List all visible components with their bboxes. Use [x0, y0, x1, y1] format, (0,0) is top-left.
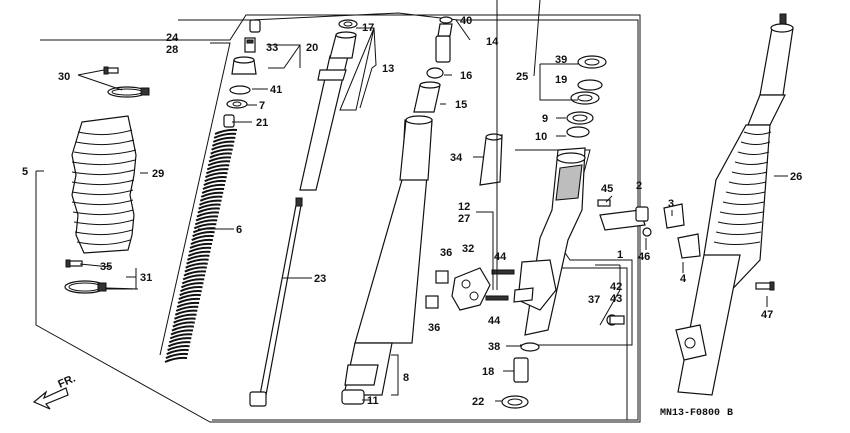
callout-36-top: 36 [440, 247, 452, 259]
callout-22: 22 [472, 396, 484, 408]
callout-34: 34 [450, 152, 463, 164]
drain-bolt-18 [501, 342, 540, 409]
callout-29: 29 [152, 168, 164, 180]
cover-34 [479, 133, 503, 186]
callout-16: 16 [460, 70, 472, 82]
callout-46: 46 [638, 251, 650, 263]
leader-lines [77, 0, 788, 402]
inner-outline-2 [560, 267, 628, 420]
callout-19: 19 [555, 74, 567, 86]
callout-27: 27 [458, 213, 470, 225]
callout-2: 2 [636, 180, 642, 192]
callout-47: 47 [761, 309, 773, 321]
callout-39: 39 [555, 54, 567, 66]
fork-leg-12 [513, 147, 586, 336]
fork-assembly-26 [675, 13, 794, 396]
callout-10: 10 [535, 131, 547, 143]
boot-band-upper [107, 86, 150, 98]
callout-32: 32 [462, 243, 474, 255]
callout-41: 41 [270, 84, 282, 96]
callout-8: 8 [403, 372, 409, 384]
callout-26: 26 [790, 171, 802, 183]
callout-6: 6 [236, 224, 242, 236]
damper-rod-23 [249, 197, 303, 407]
front-direction-arrow [32, 387, 69, 410]
dust-boot-29 [71, 115, 137, 254]
callout-4: 4 [680, 273, 687, 285]
axle-holder-32 [425, 267, 515, 311]
callout-45: 45 [601, 183, 613, 195]
callout-40: 40 [460, 15, 472, 27]
callout-25: 25 [516, 71, 528, 83]
callout-37: 37 [588, 294, 600, 306]
callout-11: 11 [367, 395, 379, 407]
callout-43: 43 [610, 293, 622, 305]
callout-12: 12 [458, 201, 470, 213]
callout-42: 42 [610, 281, 622, 293]
inner-outline [515, 149, 633, 346]
callout-36-bottom: 36 [428, 322, 440, 334]
callout-15: 15 [455, 99, 467, 111]
boot-band-lower [64, 280, 107, 294]
fork-tube-13 [299, 19, 358, 191]
diagram-code: MN13-F0800 [660, 408, 720, 419]
callout-13: 13 [382, 63, 394, 75]
front-direction-label: FR. [56, 373, 77, 391]
spring-parts [223, 19, 261, 128]
top-bolt-14 [426, 16, 453, 79]
outer-slider-15 [341, 16, 453, 405]
callout-33: 33 [266, 42, 278, 54]
screw-30 [103, 66, 119, 75]
callout-30: 30 [58, 71, 70, 83]
callout-44-bottom: 44 [488, 315, 501, 327]
callout-21: 21 [256, 117, 268, 129]
callout-35: 35 [100, 261, 112, 273]
callout-3: 3 [668, 198, 674, 210]
callout-18: 18 [482, 366, 494, 378]
screw-35 [65, 259, 83, 268]
callout-1: 1 [617, 249, 623, 261]
callout-24: 24 [166, 32, 179, 44]
fork-spring-6 [164, 128, 238, 363]
callout-44-top: 44 [494, 251, 507, 263]
callout-14: 14 [486, 36, 499, 48]
clamp-parts [597, 199, 701, 326]
callout-28: 28 [166, 44, 178, 56]
callout-38: 38 [488, 341, 500, 353]
callout-20: 20 [306, 42, 318, 54]
diagram-code-suffix: B [727, 408, 733, 419]
callout-7: 7 [259, 100, 265, 112]
callout-31: 31 [140, 272, 152, 284]
callout-9: 9 [542, 113, 548, 125]
callout-5: 5 [22, 166, 28, 178]
callout-23: 23 [314, 273, 326, 285]
seal-stack [566, 55, 607, 138]
callout-labels: 24 28 30 5 29 6 35 31 33 20 41 7 21 23 1… [22, 15, 802, 408]
callout-17: 17 [362, 22, 374, 34]
